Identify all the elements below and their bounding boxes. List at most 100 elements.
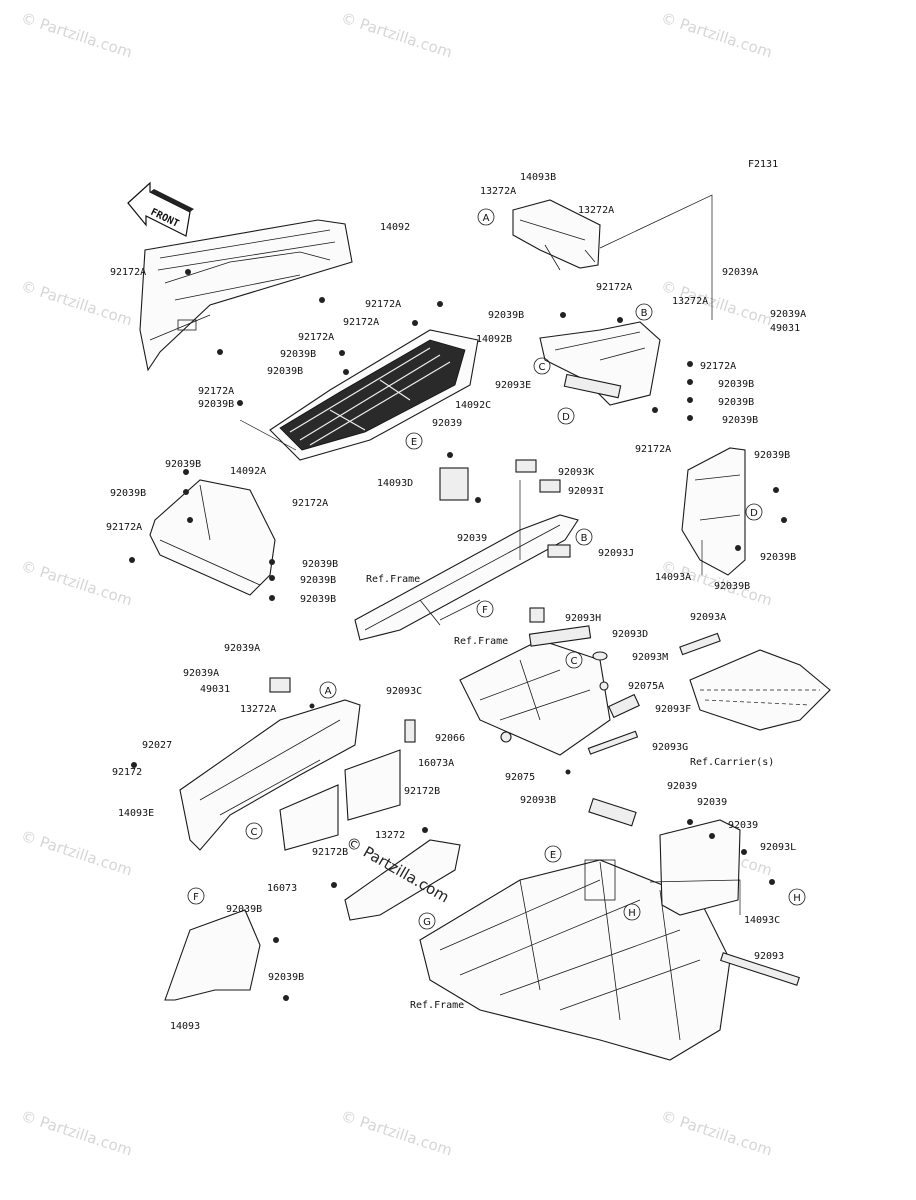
cap-92093m-shape bbox=[592, 651, 608, 661]
part-label: 92093B bbox=[520, 795, 556, 806]
callout-g: G bbox=[423, 917, 431, 928]
part-label: 13272A bbox=[480, 186, 516, 197]
part-label: 92039B bbox=[718, 397, 754, 408]
part-label: 92039B bbox=[267, 366, 303, 377]
callout-f: F bbox=[482, 605, 488, 616]
part-label: Ref.Frame bbox=[454, 636, 508, 647]
figure-code: F2131 bbox=[748, 159, 778, 170]
part-label: 92093G bbox=[652, 742, 688, 753]
part-label: 13272A bbox=[240, 704, 276, 715]
part-label: 92039B bbox=[165, 459, 201, 470]
block-92093c-shape bbox=[404, 719, 416, 743]
part-label: 92093E bbox=[495, 380, 531, 391]
pad-92093e-shape bbox=[563, 373, 622, 399]
center-frame-shape bbox=[459, 639, 611, 756]
callout-h: H bbox=[628, 908, 636, 919]
part-label: 14092A bbox=[230, 466, 266, 477]
part-label: Ref.Carrier(s) bbox=[690, 757, 774, 768]
callout-a: A bbox=[325, 686, 332, 697]
part-label: 92039 bbox=[697, 797, 727, 808]
carrier-mat-shape bbox=[689, 649, 831, 731]
mesh-floor-14092c-shape bbox=[269, 329, 479, 461]
part-label: Ref.Frame bbox=[366, 574, 420, 585]
callouts: A B C D E B D F C A C E H H F G bbox=[187, 208, 806, 930]
watermark: © Partzilla.com bbox=[339, 1107, 455, 1160]
part-label: 92172B bbox=[404, 786, 440, 797]
part-label: 92075 bbox=[505, 772, 535, 783]
part-label: 14093E bbox=[118, 808, 154, 819]
bracket-14092b-shape bbox=[539, 321, 661, 406]
part-label: 92039A bbox=[183, 668, 219, 679]
part-label: 92172A bbox=[110, 267, 146, 278]
part-label: 92039A bbox=[770, 309, 806, 320]
block-92093k-shape bbox=[515, 459, 537, 473]
part-label: 92093C bbox=[386, 686, 422, 697]
part-label: 92172A bbox=[365, 299, 401, 310]
part-label: 14093B bbox=[520, 172, 556, 183]
pad-92093d-shape bbox=[528, 625, 592, 647]
part-label: 92039B bbox=[302, 559, 338, 570]
callout-c: C bbox=[539, 362, 546, 373]
part-label: 92039 bbox=[432, 418, 462, 429]
callout-d: D bbox=[750, 508, 758, 519]
part-label: 16073 bbox=[267, 883, 297, 894]
part-label: 92093J bbox=[598, 548, 634, 559]
guard-14093-shape bbox=[164, 909, 261, 1001]
panel-14093a-shape bbox=[681, 447, 746, 576]
front-arrow-icon: FRONT bbox=[127, 181, 194, 237]
part-label: 13272A bbox=[672, 296, 708, 307]
part-label: Ref.Frame bbox=[410, 1000, 464, 1011]
part-label: 92093 bbox=[754, 951, 784, 962]
part-label: 92093L bbox=[760, 842, 796, 853]
part-label: 92172A bbox=[198, 386, 234, 397]
part-label: 92172A bbox=[635, 444, 671, 455]
part-label: 92172A bbox=[298, 332, 334, 343]
part-label: 92039B bbox=[722, 415, 758, 426]
screen-16073a-shape bbox=[344, 749, 401, 821]
part-label: 14093D bbox=[377, 478, 413, 489]
callout-f: F bbox=[193, 892, 199, 903]
part-label: 92172A bbox=[700, 361, 736, 372]
part-label: 92039 bbox=[728, 820, 758, 831]
bracket-14093d-shape bbox=[439, 467, 469, 501]
part-label: 14093 bbox=[170, 1021, 200, 1032]
clip-49031-shape bbox=[269, 677, 291, 693]
part-label: 92093H bbox=[565, 613, 601, 624]
part-label: 92172B bbox=[312, 847, 348, 858]
part-label: 92172A bbox=[343, 317, 379, 328]
screen-16073-shape bbox=[279, 784, 339, 851]
callout-d: D bbox=[562, 412, 570, 423]
strip-92093a-shape bbox=[679, 632, 721, 656]
part-label: 92093I bbox=[568, 486, 604, 497]
callout-e: E bbox=[550, 850, 556, 861]
panel-14092a-shape bbox=[149, 479, 276, 596]
part-label: 92093F bbox=[655, 704, 691, 715]
part-label: 49031 bbox=[770, 323, 800, 334]
bracket-14093b-shape bbox=[512, 199, 601, 271]
callout-c: C bbox=[571, 656, 578, 667]
bar-92093b-shape bbox=[588, 797, 637, 827]
bracket-13272-shape bbox=[344, 839, 461, 921]
part-label: 92027 bbox=[142, 740, 172, 751]
callout-c: C bbox=[251, 827, 258, 838]
part-label: 92039B bbox=[754, 450, 790, 461]
block-92093i-shape bbox=[539, 479, 561, 493]
part-label: 92172 bbox=[112, 767, 142, 778]
part-label: 16073A bbox=[418, 758, 454, 769]
part-label: 49031 bbox=[200, 684, 230, 695]
strip-92093-shape bbox=[720, 952, 800, 986]
callout-a: A bbox=[483, 213, 490, 224]
grommet-92075a-shape bbox=[599, 681, 609, 691]
part-label: 92039B bbox=[110, 488, 146, 499]
part-label: 92039B bbox=[488, 310, 524, 321]
watermark: © Partzilla.com bbox=[19, 9, 135, 62]
block-92093h-shape bbox=[529, 607, 545, 623]
part-label: 92039A bbox=[224, 643, 260, 654]
part-label: 92172A bbox=[106, 522, 142, 533]
part-label: 14092C bbox=[455, 400, 491, 411]
part-label: 92093K bbox=[558, 467, 594, 478]
watermark: © Partzilla.com bbox=[339, 9, 455, 62]
parts-shapes bbox=[129, 194, 831, 1061]
